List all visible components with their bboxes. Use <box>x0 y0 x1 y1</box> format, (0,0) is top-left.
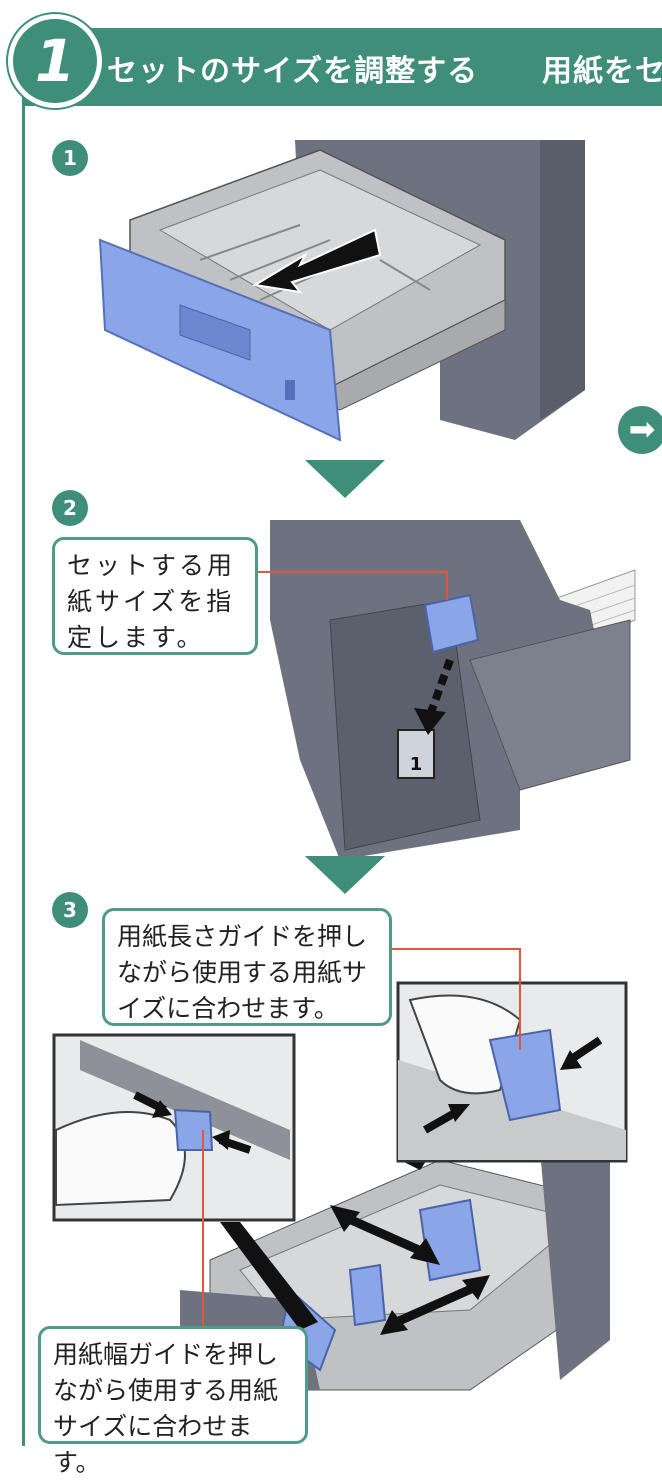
callout-line: 用紙長さガイドを押し <box>117 919 377 955</box>
callout-width-guide: 用紙幅ガイドを押し ながら使用する用紙 サイズに合わせます。 <box>38 1326 308 1444</box>
callout-line: 用紙幅ガイドを押し <box>53 1337 293 1373</box>
callout-length-guide: 用紙長さガイドを押し ながら使用する用紙サ イズに合わせます。 <box>102 908 392 1026</box>
callout-line: ながら使用する用紙サ <box>117 955 377 991</box>
callout-line: ながら使用する用紙 <box>53 1373 293 1409</box>
guide-adjust-illustration <box>0 0 662 1446</box>
callout-line: サイズに合わせます。 <box>53 1409 293 1481</box>
callout-line: イズに合わせます。 <box>117 991 377 1027</box>
